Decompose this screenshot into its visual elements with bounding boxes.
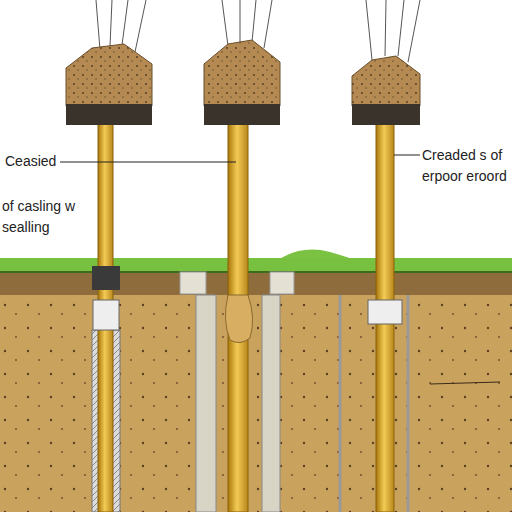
seal-collar — [93, 300, 119, 330]
casing — [196, 295, 216, 512]
grout — [225, 295, 252, 343]
seal-collar — [368, 300, 402, 324]
soil — [0, 270, 512, 512]
callout-label: Creaded s of erpoor eroord — [422, 145, 512, 187]
grass-line — [0, 258, 512, 272]
seal — [92, 266, 120, 290]
casing — [339, 295, 342, 512]
pile-cap — [204, 40, 280, 106]
soil-crack — [430, 382, 500, 384]
casing-top — [270, 272, 294, 294]
callout-label: Ceasied — [5, 151, 65, 172]
cap-band — [66, 104, 152, 125]
casing — [262, 295, 280, 512]
pile-cap — [352, 56, 420, 106]
leader-line — [60, 162, 236, 163]
ground-edge — [0, 271, 512, 273]
cap-band — [204, 104, 280, 125]
casing-top — [180, 272, 206, 294]
topsoil-band — [0, 272, 512, 295]
cap-band — [352, 104, 420, 125]
pile-cap — [66, 44, 152, 106]
casing — [407, 295, 410, 512]
callout-label: of casling w sealling — [2, 196, 84, 238]
leader-line — [394, 155, 420, 156]
